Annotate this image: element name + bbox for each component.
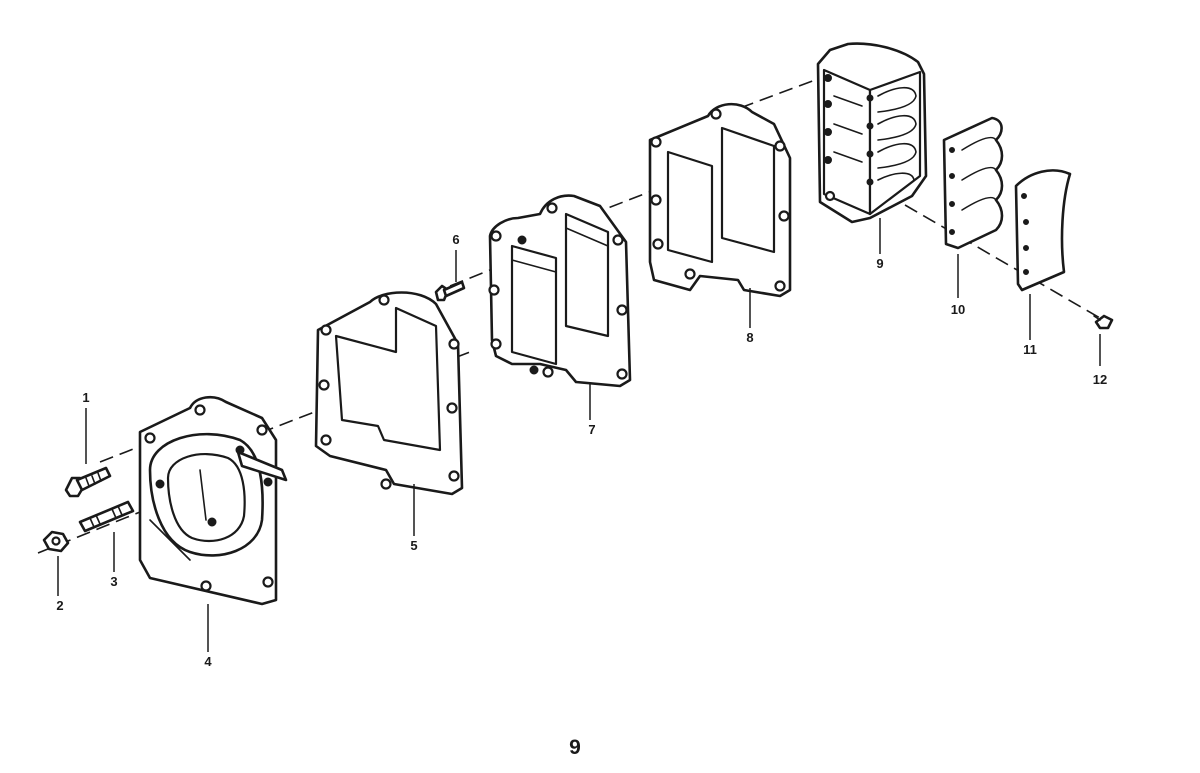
part-9-reed-block [816,42,928,224]
page-number: 9 [569,736,581,759]
part-7-reed-plate [488,194,632,388]
callout-4: 4 [204,654,212,669]
part-1-screw [64,466,112,498]
callout-12: 12 [1093,372,1107,387]
part-2-nut [42,530,70,553]
callout-leader-lines [57,218,1101,652]
callout-8: 8 [746,330,753,345]
part-4-adaptor-housing [138,395,288,606]
part-8-gasket [648,102,792,298]
callout-11: 11 [1023,342,1037,357]
callout-3: 3 [110,574,117,589]
part-5-gasket [314,291,464,496]
callout-7: 7 [588,422,595,437]
part-3-stud [78,500,135,533]
part-10-reed-petal [942,116,1004,250]
part-11-stop-plate [1014,169,1072,292]
callout-1: 1 [82,390,89,405]
callout-9: 9 [876,256,883,271]
callout-10: 10 [951,302,965,317]
part-6-screw [434,280,466,302]
callout-labels: 1 2 3 4 5 6 7 8 9 10 11 12 [56,232,1107,669]
callout-2: 2 [56,598,63,613]
callout-6: 6 [452,232,459,247]
part-12-screw [1093,314,1114,330]
callout-5: 5 [410,538,417,553]
